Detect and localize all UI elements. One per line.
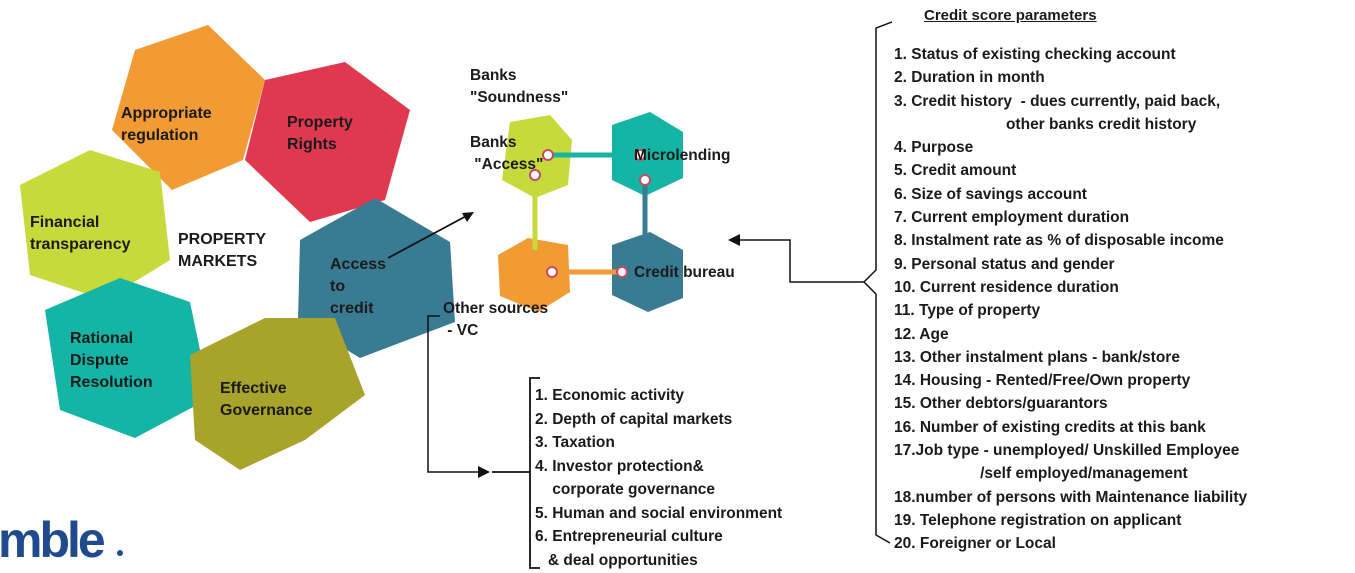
list-item: corporate governance [535,481,716,498]
list-item: 10. Current residence duration [894,278,1119,296]
arrow-other-to-vc-head [478,466,490,478]
list-item: 8. Instalment rate as % of disposable in… [894,232,1224,250]
list-item: & deal opportunities [535,551,698,569]
list-item: 3. Credit history - dues currently, paid… [894,92,1221,110]
list-item: 5. Credit amount [894,162,1017,180]
bracket-credit-score [862,21,893,544]
list-item: 3. Taxation [535,434,615,451]
hex-microlending [612,112,683,196]
list-item: 11. Type of property [894,302,1041,320]
node-dot-banks-bottom [529,169,541,181]
hex-other-sources [498,238,570,312]
node-dot-banks-right [542,149,554,161]
credit-score-title: Credit score parameters [924,7,1097,24]
label-microlending: Microlending [634,147,731,164]
list-item: 1. Status of existing checking account [894,46,1176,63]
list-item: 9. Personal status and gender [894,255,1115,273]
list-item: 14. Housing - Rented/Free/Own property [894,372,1191,390]
list-item: 12. Age [894,325,949,343]
list-item: 4. Investor protection& [535,457,704,475]
hex-rational-dispute [45,278,210,438]
label-credit-bureau: Credit bureau [634,264,735,281]
list-item: 20. Foreigner or Local [894,535,1056,553]
list-item: 4. Purpose [894,139,974,157]
list-item: 17.Job type - unemployed/ Unskilled Empl… [894,442,1240,460]
list-item: 6. Entrepreneurial culture [535,528,723,545]
label-access-to-credit: Access to credit [330,256,387,317]
list-item: 2. Duration in month [894,69,1045,87]
vc-factors-list: 1. Economic activity 2. Depth of capital … [535,384,782,572]
list-item: 2. Depth of capital markets [535,410,733,428]
hex-credit-bureau [612,232,683,312]
label-rational-dispute: Rational Dispute Resolution [70,330,153,391]
credit-score-list: 1. Status of existing checking account 2.… [894,43,1247,556]
label-property-markets: PROPERTY MARKETS [178,231,267,270]
arrow-score-to-bureau-head [728,234,740,246]
list-item: 6. Size of savings account [894,185,1087,203]
list-item: 19. Telephone registration on applicant [894,511,1182,529]
list-item: 18.number of persons with Maintenance li… [894,488,1248,506]
arrow-score-to-bureau [738,239,864,283]
list-item: 15. Other debtors/guarantors [894,395,1108,413]
list-item: 1. Economic activity [535,387,685,404]
label-banks-access: Banks "Access" [470,134,544,173]
label-appropriate-regulation: Appropriate regulation [121,105,212,144]
node-dot-other-right [546,266,558,278]
list-item: 13. Other instalment plans - bank/store [894,348,1180,366]
list-item: /self employed/management [894,465,1188,483]
arrow-access-to-banks-head [462,212,474,222]
hex-appropriate-regulation [112,25,265,190]
hex-property-rights [245,62,410,222]
hex-financial-transparency [20,150,170,300]
node-dot-micro-left [634,149,646,161]
list-item: 7. Current employment duration [894,209,1130,227]
label-other-sources: Other sources - VC [443,300,549,339]
list-item: other banks credit history [894,115,1197,133]
label-property-rights: Property Rights [287,114,353,153]
node-dot-micro-bottom [639,174,651,186]
arrow-access-to-banks [387,213,471,259]
bracket-vc-factors [492,377,540,569]
label-financial-transparency: Financial transparency [30,214,131,253]
hex-banks-access [502,115,572,198]
list-item: 16. Number of existing credits at this b… [894,418,1206,436]
node-dot-bureau-left [616,266,628,278]
label-banks-soundness: Banks "Soundness" [470,67,569,106]
hex-effective-governance [190,318,365,470]
arrow-other-to-vc [427,315,480,473]
logo-dot [117,550,123,556]
label-effective-governance: Effective Governance [220,380,313,419]
logo-wordmark: mble [0,512,106,568]
list-item: 5. Human and social environment [535,504,783,522]
hex-access-to-credit [298,198,455,358]
